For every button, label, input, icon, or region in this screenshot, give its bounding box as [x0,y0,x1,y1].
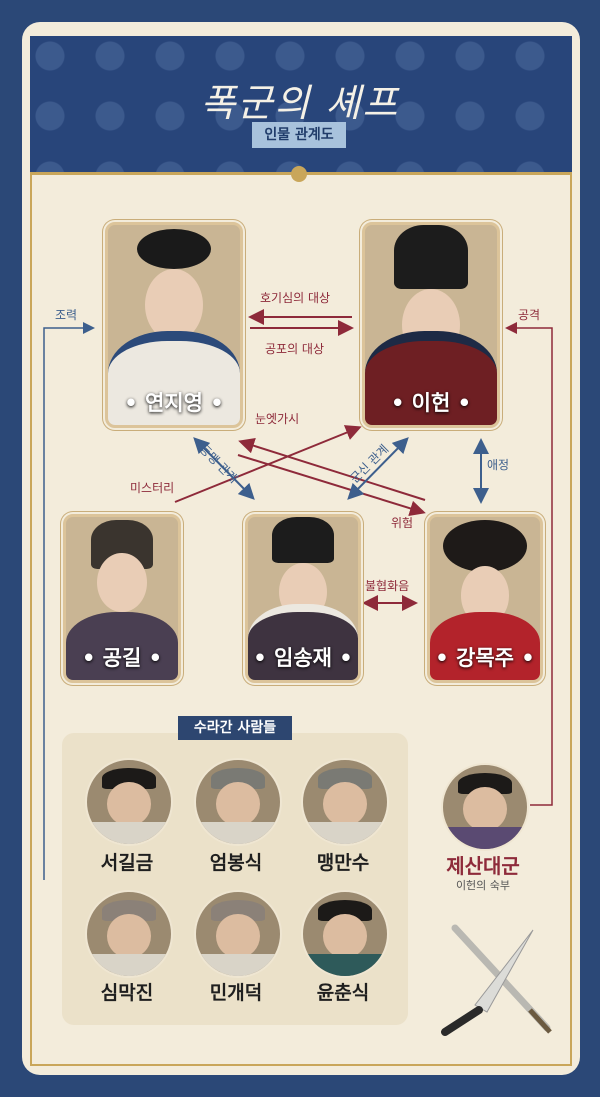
avatar-seo-gilgeum [85,758,173,846]
robe-shape [303,954,387,976]
robe-shape [87,822,171,844]
face-shape [216,913,260,958]
face-shape [323,781,367,826]
robe-shape [248,603,358,680]
robe-shape [87,954,171,976]
character-card-lee-heon: • 이헌 • [362,222,500,428]
member-name: 서길금 [100,852,154,874]
knife-and-sword-icon [441,924,552,1036]
face-shape [144,269,204,341]
avatar-sim-makjin [85,890,173,978]
hat-shape [272,517,334,563]
robe-shape [303,822,387,844]
knot-ornament-icon [291,166,307,182]
robe-shape [430,611,540,680]
cap-shape [211,900,265,921]
face-shape [463,786,507,831]
cap-shape [102,900,156,921]
hair-shape [137,229,211,269]
face-shape [97,552,147,612]
member-name: 민개덕 [209,982,263,1004]
arrow-ruler-subject [347,437,409,500]
label-danger: 위험 [391,516,414,530]
hair-shape [102,768,156,789]
character-card-yeon-jiyoung: • 연지영 • [105,222,243,428]
member-name: 윤춘식 [316,982,370,1004]
face-shape [107,913,151,958]
arrow-attack [505,322,553,806]
face-shape [107,781,151,826]
avatar-eom-bongsik [194,758,282,846]
hat-shape [458,773,512,794]
arrow-alliance [193,437,255,500]
robe-shape [66,611,178,680]
character-card-gonggil: • 공길 • [63,514,181,683]
uncle-name: 제산대군 [446,854,520,878]
robe-shape [108,331,240,425]
robe-shape [196,954,280,976]
label-affection: 애정 [487,458,510,472]
avatar-yoon-chunsik [301,890,389,978]
member-name: 맹만수 [316,852,370,874]
member-name: 심막진 [100,982,154,1004]
cap-shape [318,768,372,789]
cap-shape [318,900,372,921]
face-shape [216,781,260,826]
member-name: 엄봉식 [209,852,263,874]
arrow-mystery [174,425,362,503]
character-name: • 이헌 • [390,391,472,415]
character-name: • 강목주 • [435,646,535,670]
character-name: • 연지영 • [124,391,224,415]
avatar-jesan-daegun [441,763,529,851]
uncle-subtitle: 이헌의 숙부 [455,879,511,892]
character-name: • 임송재 • [253,646,353,670]
face-shape [323,913,367,958]
label-curiosity: 호기심의 대상 [260,291,331,305]
arrow-help [43,322,95,880]
label-thorn: 눈엣가시 [255,412,300,426]
label-mystery: 미스터리 [130,481,175,495]
cap-shape [211,768,265,789]
arrow-thorn [238,437,426,501]
character-card-im-songjae: • 임송재 • [245,514,361,683]
header-banner [30,36,572,175]
hat-shape [394,225,468,289]
title-logo: 폭군의 셰프 [200,81,400,125]
subtitle-badge: 인물 관계도 [252,122,346,148]
label-discord: 불협화음 [365,579,410,593]
label-attack: 공격 [518,308,541,322]
avatar-min-gaedeok [194,890,282,978]
hair-shape [443,520,527,573]
arrow-danger [237,454,426,517]
label-fear: 공포의 대상 [265,342,325,356]
kitchen-title: 수라간 사람들 [178,716,292,740]
character-card-kang-mokju: • 강목주 • [427,514,543,683]
avatar-maeng-mansu [301,758,389,846]
robe-shape [443,827,527,849]
character-name: • 공길 • [81,646,163,670]
robe-shape [365,331,497,425]
robe-shape [196,822,280,844]
label-help: 조력 [55,308,78,322]
